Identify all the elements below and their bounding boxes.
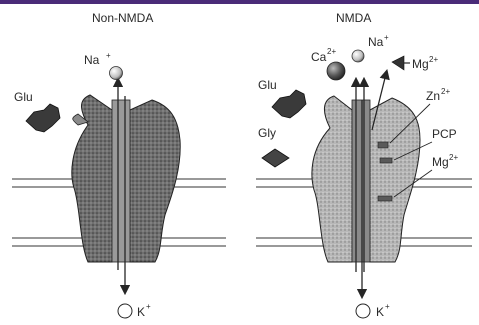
k-label-right: K [376,305,384,319]
non-nmda-title: Non-NMDA [92,11,153,25]
non-nmda-panel: Non-NMDA Na + Glu K + [12,11,226,319]
k-ion-icon [118,304,132,318]
mg-charge-inner: 2+ [449,153,458,162]
glycine-ligand-icon [262,149,289,167]
zn-charge: 2+ [441,87,450,96]
na-charge-left: + [106,51,111,60]
mg-site-icon [378,196,392,201]
mg-label-inner: Mg [432,155,449,169]
channel-subunit-right-b [370,98,420,262]
na-ion-icon-right [352,50,364,62]
glutamate-ligand-icon-right [272,90,306,118]
glutamate-ligand-icon [26,104,60,132]
glu-label-right: Glu [258,78,277,92]
na-charge-right: + [384,33,389,42]
pcp-label: PCP [432,127,457,141]
mg-block-icon [392,56,404,70]
ca-ion-icon [327,62,345,80]
pcp-site-icon [380,158,392,163]
zn-label: Zn [426,89,440,103]
nmda-panel: NMDA Ca 2+ Na + Mg [256,11,472,319]
mg-charge-top: 2+ [429,55,438,64]
channel-pore-right [352,100,370,262]
na-label-left: Na [84,53,100,67]
ca-label: Ca [311,50,327,64]
zn-site-icon [378,142,388,148]
gly-label: Gly [258,126,276,140]
nmda-title: NMDA [336,11,371,25]
channel-pore-left [112,100,130,262]
na-label-right: Na [368,35,384,49]
k-label-left: K [137,305,145,319]
channel-subunit-right-a [312,96,352,262]
k-charge-left: + [146,302,151,311]
k-ion-icon-right [356,304,370,318]
k-charge-right: + [385,302,390,311]
na-ion-icon [110,67,123,80]
ca-charge: 2+ [327,47,336,56]
mg-label-top: Mg [412,57,429,71]
glu-label-left: Glu [14,90,33,104]
